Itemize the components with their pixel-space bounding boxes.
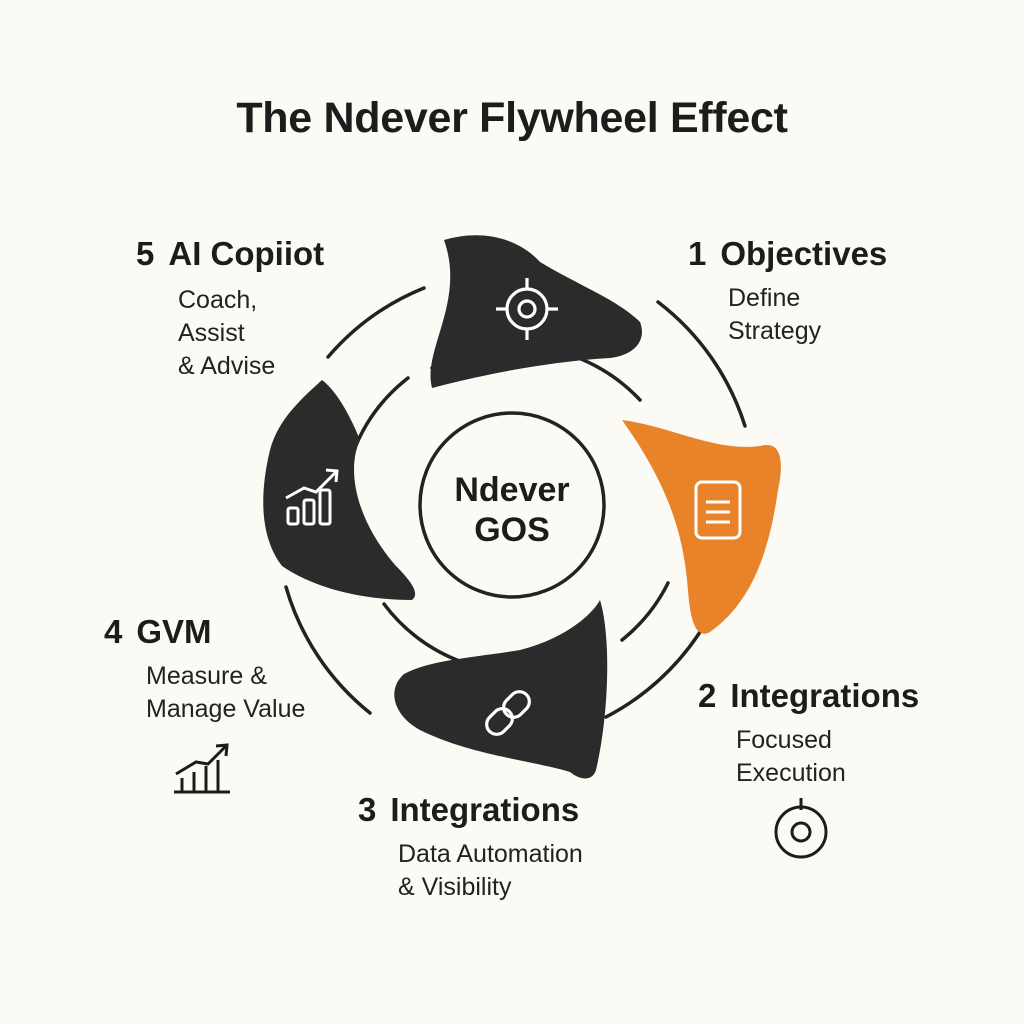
- step-description-line: Strategy: [728, 317, 822, 345]
- step-heading: 2 Integrations: [698, 676, 919, 716]
- step-heading: 5 AI Copiiot: [136, 234, 324, 274]
- step-description-line: Coach,: [178, 286, 258, 314]
- blade-data-automation: [394, 600, 608, 779]
- step-description-line: Measure &: [146, 662, 267, 690]
- blade-objectives: [430, 235, 642, 388]
- step-description: Measure & Manage Value: [146, 660, 305, 726]
- step-description-line: Focused: [736, 726, 832, 754]
- step-number: 2: [698, 677, 717, 714]
- execution-target-icon: [774, 798, 828, 859]
- step-heading: 4 GVM: [104, 612, 305, 652]
- center-label: Ndever GOS: [412, 470, 612, 550]
- center-label-line1: Ndever: [454, 471, 570, 509]
- blade-execution: [622, 420, 781, 634]
- step-description-line: Manage Value: [146, 695, 306, 723]
- gvm-growth-chart-icon: [174, 743, 230, 794]
- target-icon: [496, 278, 558, 340]
- step-description-line: & Visibility: [398, 873, 512, 901]
- step-heading: 3 Integrations: [358, 790, 583, 830]
- step-number: 4: [104, 613, 123, 650]
- step-number: 3: [358, 791, 377, 828]
- step-data-automation: 3 Integrations Data Automation & Visibili…: [358, 790, 583, 904]
- step-description: Coach, Assist & Advise: [178, 284, 324, 383]
- step-description-line: Execution: [736, 759, 846, 787]
- step-heading: 1 Objectives: [688, 234, 887, 274]
- center-circle: [418, 411, 606, 599]
- growth-chart-icon: [285, 468, 339, 526]
- step-number: 5: [136, 235, 155, 272]
- step-description: Define Strategy: [728, 282, 887, 348]
- step-title: Integrations: [730, 677, 920, 714]
- step-description-line: & Advise: [178, 352, 276, 380]
- step-title: GVM: [136, 613, 212, 650]
- step-ai-copilot: 5 AI Copiiot Coach, Assist & Advise: [136, 234, 324, 383]
- step-focused-execution: 2 Integrations Focused Execution: [698, 676, 919, 790]
- step-description: Focused Execution: [736, 724, 919, 790]
- document-icon: [694, 480, 742, 540]
- outer-ring: [284, 286, 747, 719]
- step-description-line: Define: [728, 284, 801, 312]
- ring-arc-top-right: [656, 300, 747, 428]
- step-title: Objectives: [720, 235, 888, 272]
- step-objectives: 1 Objectives Define Strategy: [688, 234, 887, 348]
- blade-ai-copilot: [263, 380, 416, 600]
- step-title: Integrations: [390, 791, 580, 828]
- page-title: The Ndever Flywheel Effect: [236, 94, 788, 142]
- inner-arc-bottom: [382, 602, 464, 664]
- step-description: Data Automation & Visibility: [398, 838, 583, 904]
- inner-arc-right: [620, 581, 670, 642]
- step-description-line: Assist: [178, 319, 245, 347]
- step-number: 1: [688, 235, 707, 272]
- link-icon: [485, 690, 531, 736]
- ring-arc-bottom-right: [604, 630, 702, 719]
- center-label-line2: GOS: [474, 511, 550, 549]
- step-gvm: 4 GVM Measure & Manage Value: [104, 612, 305, 726]
- ring-arc-bottom-left: [284, 585, 372, 715]
- step-description-line: Data Automation: [398, 840, 583, 868]
- step-title: AI Copiiot: [168, 235, 325, 272]
- ring-arc-top-left: [326, 286, 426, 359]
